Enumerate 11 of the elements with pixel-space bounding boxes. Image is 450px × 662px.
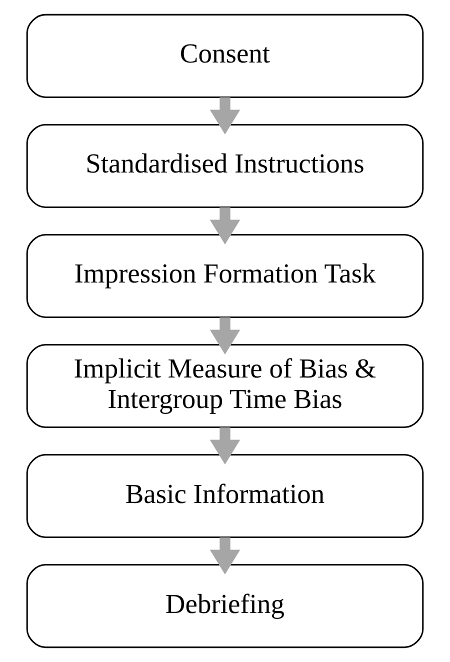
node-box: Impression Formation Task xyxy=(26,234,424,318)
arrow xyxy=(210,427,240,465)
arrow xyxy=(210,97,240,134)
arrow xyxy=(210,317,240,354)
node-box: Implicit Measure of Bias & Intergroup Time Bias xyxy=(26,344,424,428)
arrow xyxy=(210,537,240,575)
node-box: Standardised Instructions xyxy=(26,124,424,208)
node-box: Debriefing xyxy=(26,564,424,648)
node-box: Basic Information xyxy=(26,454,424,538)
node-box: Consent xyxy=(26,14,424,98)
arrow xyxy=(210,207,240,244)
